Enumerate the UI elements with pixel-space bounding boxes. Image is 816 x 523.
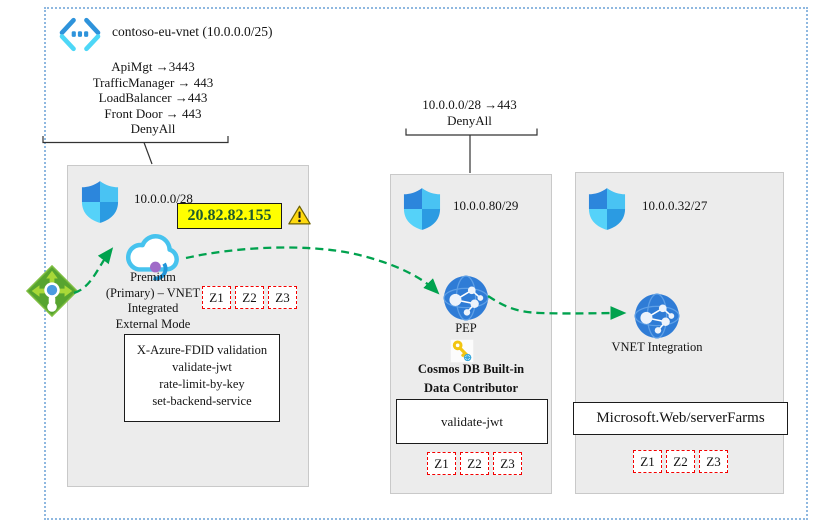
policy-line: validate-jwt	[172, 360, 232, 374]
zone-badges-integration: Z1 Z2 Z3	[633, 450, 728, 473]
role-line: Data Contributor	[423, 381, 519, 395]
apim-node-line: Premium	[130, 270, 176, 284]
apim-node-line: Integrated	[127, 301, 179, 315]
rule-line: Front Door → 443	[104, 105, 202, 121]
pep-node-label: PEP	[455, 321, 477, 335]
subnet-cidr: 10.0.0.32/27	[642, 198, 708, 213]
policy-line: set-backend-service	[152, 394, 252, 408]
zone-badge: Z2	[235, 286, 264, 309]
rule-line: 10.0.0.0/28 →443	[422, 97, 517, 112]
integration-node-label: VNET Integration	[611, 340, 703, 354]
subnet-box-apim: 10.0.0.0/28 20.82.82.155 Premium (Primar…	[67, 165, 311, 487]
vnet-integration-globe-icon	[634, 293, 680, 339]
policy-line: rate-limit-by-key	[159, 377, 245, 391]
pep-policy-box: validate-jwt	[396, 399, 548, 444]
nsg-shield-icon	[588, 188, 626, 230]
apim-policy-box: X-Azure-FDID validation validate-jwt rat…	[124, 334, 280, 422]
subnet-box-integration: 10.0.0.32/27 VNET Integration Microsoft.…	[573, 172, 788, 494]
zone-badge: Z2	[460, 452, 489, 475]
zone-badge: Z2	[666, 450, 695, 473]
apim-subnet-rules: 10.0.0.0/28 →443 DenyAll	[392, 97, 547, 129]
apim-node-label: Premium (Primary) – VNET Integrated Exte…	[78, 270, 228, 332]
rule-line: TrafficManager → 443	[92, 74, 214, 90]
cosmos-db-key-icon	[450, 339, 474, 363]
warning-icon	[288, 205, 311, 225]
subnet-box-pep: 10.0.0.80/29 PEP Cosmos DB Built-in Data…	[390, 174, 552, 494]
traffic-manager-icon	[25, 264, 79, 318]
rule-line: DenyAll	[130, 121, 176, 137]
nsg-shield-icon	[403, 188, 441, 230]
zone-badge: Z3	[493, 452, 522, 475]
zone-badge: Z3	[268, 286, 297, 309]
vnet-nsg-rules: ApiMgt →3443 TrafficManager → 443 LoadBa…	[48, 59, 258, 137]
zone-badges-pep: Z1 Z2 Z3	[427, 452, 522, 475]
vnet-boundary	[44, 7, 808, 520]
policy-line: X-Azure-FDID validation	[136, 343, 268, 357]
apim-node-line: External Mode	[115, 316, 191, 331]
subnet-cidr: 10.0.0.80/29	[453, 198, 519, 213]
zone-badge: Z3	[699, 450, 728, 473]
private-endpoint-globe-icon	[443, 275, 489, 321]
zone-badge: Z1	[202, 286, 231, 309]
zone-badge: Z1	[633, 450, 662, 473]
zone-badges-apim: Z1 Z2 Z3	[202, 286, 297, 309]
zone-badge: Z1	[427, 452, 456, 475]
role-line: Cosmos DB Built-in	[417, 362, 525, 376]
integration-resource-box: Microsoft.Web/serverFarms	[573, 402, 788, 435]
apim-cloud-icon	[126, 234, 179, 281]
subnet-cidr: 10.0.0.0/28	[134, 191, 193, 206]
vnet-icon	[59, 17, 101, 52]
vnet-title: contoso-eu-vnet (10.0.0.0/25)	[112, 24, 273, 39]
rule-line: ApiMgt →3443	[111, 59, 195, 74]
rule-line: DenyAll	[447, 113, 492, 128]
public-ip-badge: 20.82.82.155	[177, 203, 282, 229]
nsg-shield-icon	[81, 181, 119, 223]
pep-role-label: Cosmos DB Built-in Data Contributor	[396, 360, 546, 398]
rule-line: LoadBalancer →443	[98, 90, 208, 106]
apim-node-line: (Primary) – VNET	[105, 285, 201, 300]
